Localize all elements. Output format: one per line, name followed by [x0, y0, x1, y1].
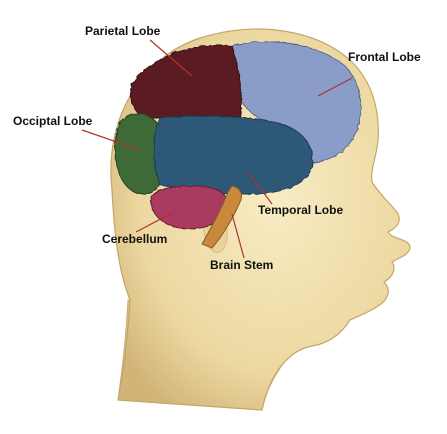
- parietal-leader-line: [149, 39, 193, 77]
- brainstem-leader-line: [231, 213, 245, 259]
- temporal-lobe: [153, 115, 314, 195]
- temporal-lobe-label: Temporal Lobe: [258, 203, 344, 217]
- occipital-leader-line: [81, 129, 141, 151]
- occipital-lobe-label: Occiptal Lobe: [13, 114, 93, 128]
- brain-stem-label: Brain Stem: [210, 258, 274, 272]
- cerebellum-label: Cerebellum: [102, 232, 168, 246]
- cerebellum-leader-line: [135, 211, 175, 233]
- parietal-lobe-label: Parietal Lobe: [85, 24, 161, 38]
- temporal-leader-line: [247, 171, 273, 205]
- frontal-lobe-label: Frontal Lobe: [348, 50, 421, 64]
- brain-stem: [201, 185, 243, 249]
- frontal-lobe: [231, 41, 362, 163]
- parietal-lobe: [129, 44, 242, 120]
- frontal-leader-line: [317, 77, 353, 97]
